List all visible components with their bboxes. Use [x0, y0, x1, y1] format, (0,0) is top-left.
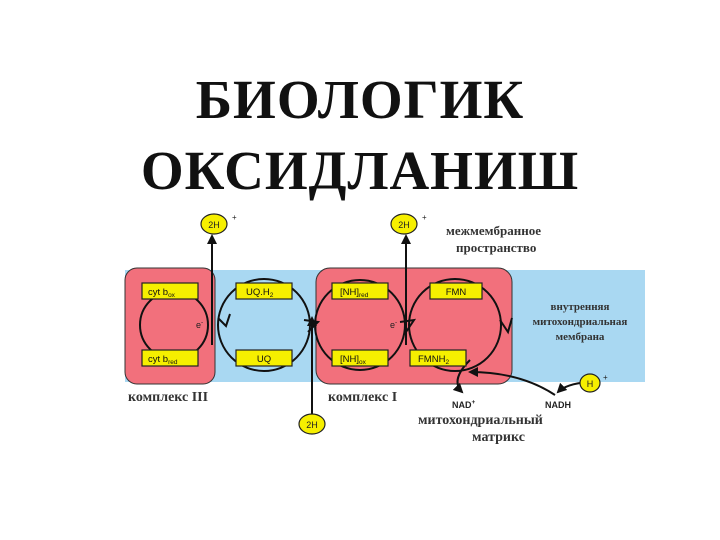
svg-text:cyt box: cyt box: [148, 287, 176, 299]
complex-3-label: комплекс III: [128, 390, 208, 405]
box-cyt-b-ox: cyt box: [141, 282, 199, 300]
cycle-arrowhead: [399, 318, 417, 333]
electron-label-left: e-: [196, 319, 203, 330]
complex-1-label: комплекс I: [328, 390, 397, 405]
proton-plus: +: [603, 373, 608, 382]
proton-label: 2H: [306, 420, 318, 430]
box-nh-ox: [NH]ox: [331, 349, 389, 367]
fmn-cycle-circle: [408, 278, 502, 372]
proton-plus: +: [422, 213, 427, 222]
svg-text:UQ.H2: UQ.H2: [246, 287, 274, 299]
cycle-arrowhead: [499, 317, 513, 335]
box-uq: UQ: [235, 349, 293, 367]
nad-arrow: [452, 359, 471, 394]
inner-membrane-label-1: внутренняя: [551, 301, 610, 313]
svg-text:FMN: FMN: [446, 287, 467, 298]
inner-membrane-label-3: мембрана: [556, 331, 605, 343]
box-fmnh2: FMNH2: [409, 349, 467, 367]
matrix-label-2: матрикс: [472, 430, 525, 445]
proton-oval-matrix: H +: [579, 373, 608, 393]
svg-text:[NH]red: [NH]red: [340, 287, 369, 299]
svg-text:[NH]ox: [NH]ox: [340, 354, 367, 366]
electron-label-right: e-: [390, 319, 397, 330]
proton-plus: +: [232, 213, 237, 222]
title-line-2: ОКСИДЛАНИШ: [140, 140, 580, 201]
title-line-1: БИОЛОГИК: [195, 69, 525, 130]
box-nh-red: [NH]red: [331, 282, 389, 300]
inner-membrane-label-2: митохондриальная: [533, 316, 628, 328]
cycle-arrowhead: [217, 313, 231, 328]
nadh-arrow: [468, 367, 556, 396]
nadh-label: NADH: [545, 400, 571, 410]
nad-label: NAD+: [452, 399, 476, 410]
svg-text:cyt bred: cyt bred: [148, 354, 178, 366]
box-fmn: FMN: [429, 282, 483, 300]
box-cyt-b-red: cyt bred: [141, 349, 199, 367]
proton-oval-top-left: 2H +: [200, 213, 237, 235]
intermembrane-label-2: пространство: [456, 240, 536, 255]
svg-text:UQ: UQ: [257, 354, 271, 365]
proton-oval-bottom: 2H: [298, 413, 326, 435]
proton-label: H: [587, 379, 594, 389]
proton-label: 2H: [398, 220, 410, 230]
proton-label: 2H: [208, 220, 220, 230]
proton-oval-top-right: 2H +: [390, 213, 427, 235]
matrix-label-1: митохондриальный: [418, 413, 543, 428]
box-uqh2: UQ.H2: [235, 282, 293, 300]
intermembrane-label-1: межмембранное: [446, 223, 541, 238]
svg-text:FMNH2: FMNH2: [418, 354, 449, 366]
